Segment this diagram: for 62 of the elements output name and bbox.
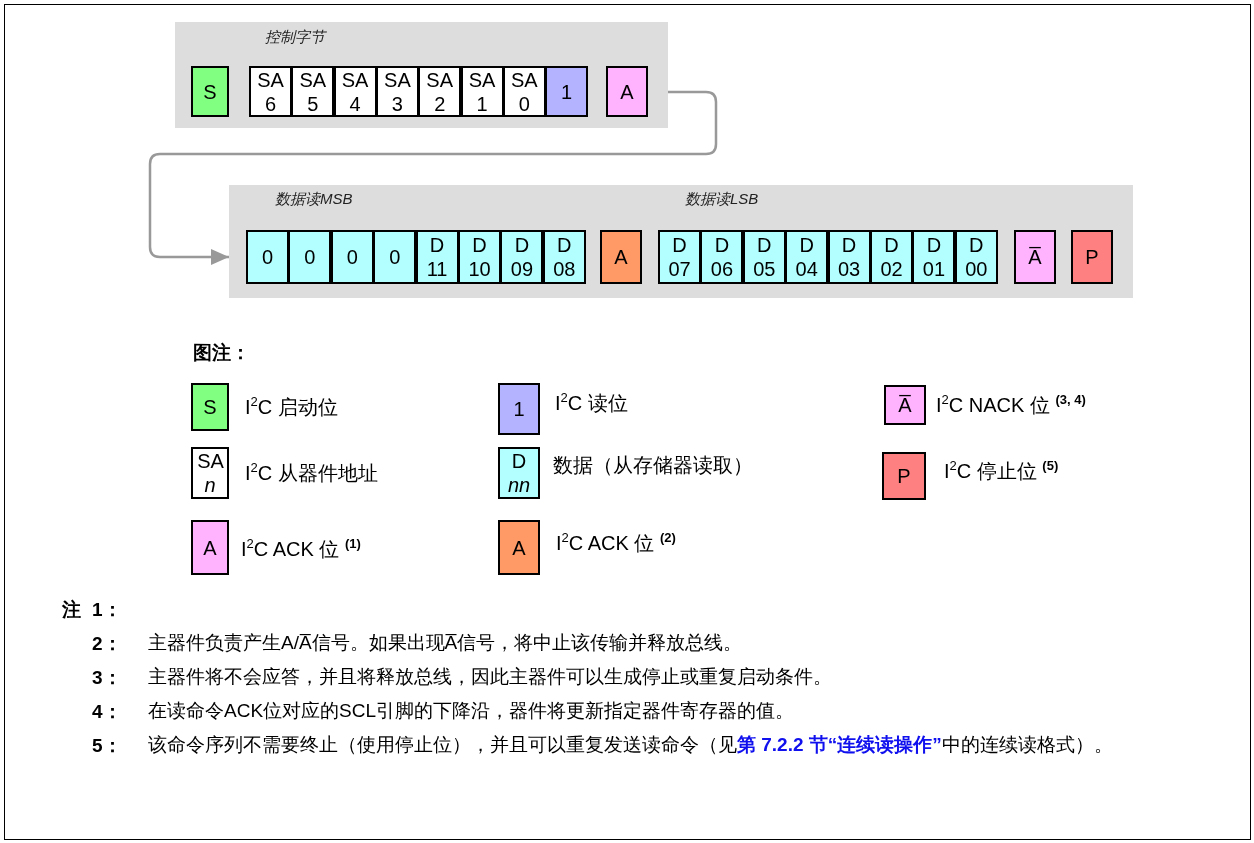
bit-cell: A <box>600 230 642 284</box>
legend-text: 数据（从存储器读取） <box>553 453 753 478</box>
bit-cell: A <box>606 66 648 117</box>
bit-cell: 0 <box>246 230 289 284</box>
bit-cell: SA 6 <box>249 66 292 117</box>
bit-cell: SA 0 <box>502 66 546 117</box>
note-marker: 注 <box>62 598 81 622</box>
bit-cell: SA 1 <box>460 66 504 117</box>
legend-heading: 图注： <box>193 341 250 365</box>
note-number: 2： <box>92 632 122 656</box>
bit-cell: P <box>1071 230 1113 284</box>
legend-text: I$^{2}$C ACK 位 $^{(2)}$ <box>556 530 676 556</box>
bit-cell: 0 <box>373 230 417 284</box>
note-text: 主器件将不会应答，并且将释放总线，因此主器件可以生成停止或重复启动条件。 <box>148 665 833 689</box>
bit-cell: 0 <box>330 230 374 284</box>
field-panel <box>229 185 1133 298</box>
note-number: 1： <box>92 598 122 622</box>
bracket-label: 数据读MSB <box>275 190 353 209</box>
bit-cell: S <box>191 66 229 117</box>
bit-cell: D 04 <box>785 230 829 284</box>
field-panel <box>175 22 668 128</box>
bit-cell: D 10 <box>458 230 501 284</box>
bit-cell: D 07 <box>658 230 701 284</box>
bit-cell: D 11 <box>415 230 459 284</box>
legend-sample: A̅ <box>884 385 926 425</box>
note-number: 3： <box>92 666 122 690</box>
bit-cell: 1 <box>545 66 588 117</box>
legend-text: I$^{2}$C 启动位 <box>245 394 338 420</box>
legend-text: I$^{2}$C NACK 位 $^{(3, 4)}$ <box>936 392 1086 418</box>
bit-cell: SA 5 <box>291 66 335 117</box>
bit-cell: 0 <box>288 230 332 284</box>
bracket-label: 控制字节 <box>265 28 325 47</box>
legend-sample: S <box>191 383 229 431</box>
legend-text: I$^{2}$C 从器件地址 <box>245 460 378 486</box>
bit-cell: D 01 <box>912 230 956 284</box>
legend-sample: D nn <box>498 447 540 499</box>
bracket-label: 数据读LSB <box>685 190 759 209</box>
legend-text: I$^{2}$C 停止位 $^{(5)}$ <box>944 458 1059 484</box>
note-text: 该命令序列不需要终止（使用停止位），并且可以重复发送读命令（见第 7.2.2 节“连续读操作”中的连续读格式）。 <box>148 733 1114 757</box>
bit-cell: SA 2 <box>418 66 462 117</box>
legend-text: I$^{2}$C 读位 <box>555 390 628 416</box>
bit-cell: SA 4 <box>333 66 377 117</box>
note-number: 4： <box>92 700 122 724</box>
bit-cell: D 00 <box>954 230 998 284</box>
bit-cell: D 09 <box>500 230 544 284</box>
legend-sample: SA n <box>191 447 229 499</box>
note-text: 在读命令ACK位对应的SCL引脚的下降沿，器件将更新指定器件寄存器的值。 <box>148 699 796 723</box>
legend-sample: A <box>498 520 540 575</box>
bit-cell: D 02 <box>870 230 913 284</box>
bit-cell: SA 3 <box>375 66 419 117</box>
bit-cell: A̅ <box>1014 230 1056 284</box>
legend-sample: A <box>191 520 229 575</box>
legend-text: I$^{2}$C ACK 位 $^{(1)}$ <box>241 536 361 562</box>
legend-sample: P <box>882 452 926 500</box>
bit-cell: D 06 <box>700 230 744 284</box>
bit-cell: D 03 <box>827 230 871 284</box>
legend-sample: 1 <box>498 383 540 435</box>
arrow <box>148 90 718 265</box>
note-number: 5： <box>92 734 122 758</box>
bit-cell: D 05 <box>742 230 786 284</box>
bit-cell: D 08 <box>542 230 586 284</box>
note-text: 主器件负责产生A/A̅信号。如果出现A̅信号，将中止该传输并释放总线。 <box>148 631 744 655</box>
